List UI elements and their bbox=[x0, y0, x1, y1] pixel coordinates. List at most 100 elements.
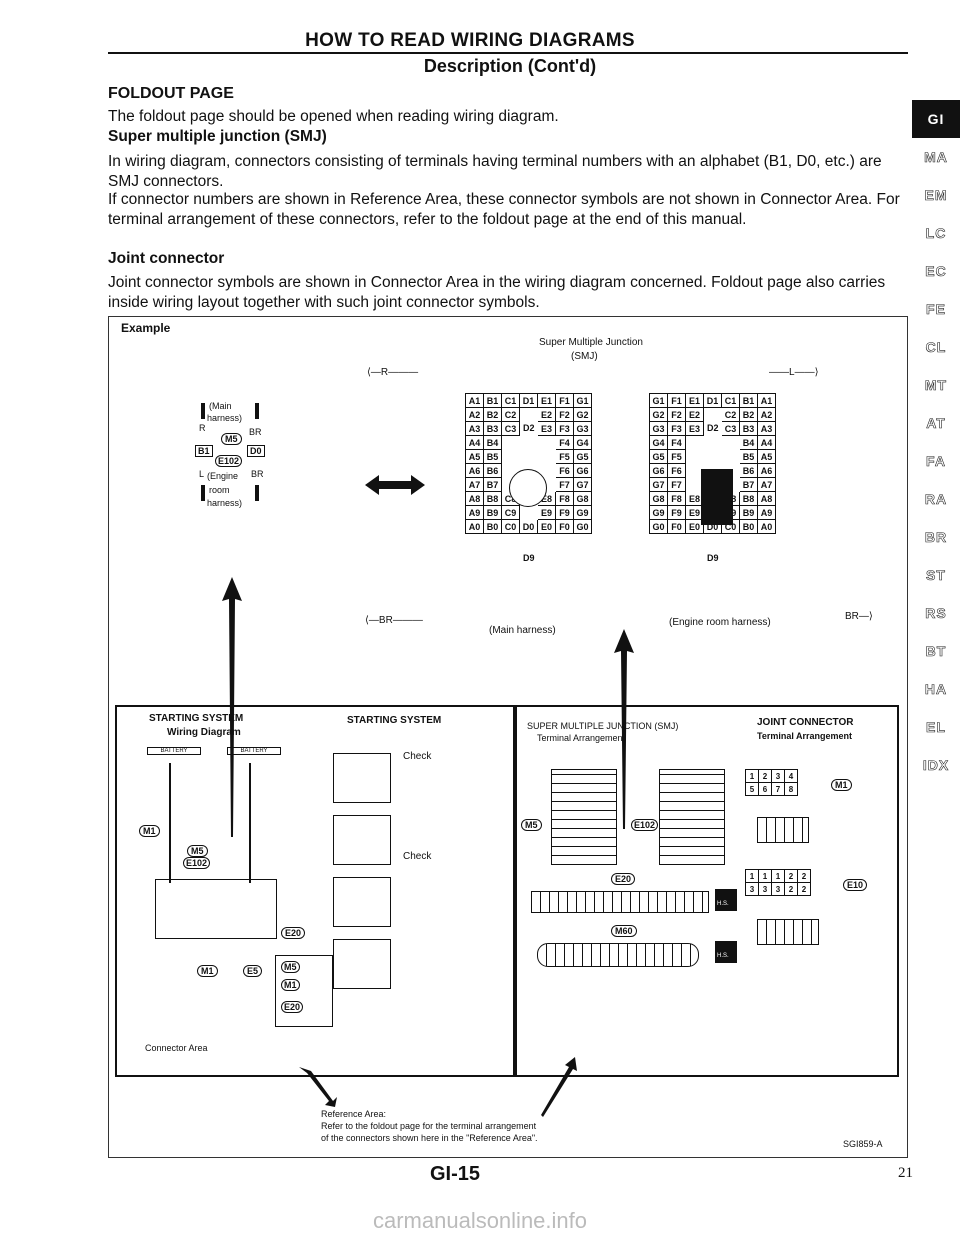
terminal-cell: A1 bbox=[757, 393, 776, 408]
terminal-cell: B2 bbox=[739, 407, 758, 422]
section-tab-st[interactable]: ST bbox=[926, 567, 946, 584]
terminal-cell bbox=[538, 450, 556, 464]
terminal-cell: A0 bbox=[465, 519, 484, 534]
jc-terminal: 3 bbox=[745, 882, 759, 896]
book-e102-badge: E102 bbox=[183, 857, 211, 869]
jc-terminal: 4 bbox=[784, 769, 798, 783]
section-tab-ec[interactable]: EC bbox=[925, 263, 947, 280]
section-tab-ra[interactable]: RA bbox=[924, 491, 948, 508]
terminal-cell: A6 bbox=[757, 463, 776, 478]
terminal-cell: B9 bbox=[739, 505, 758, 520]
terminal-cell bbox=[520, 408, 538, 422]
reference-line-2: of the connectors shown here in the "Ref… bbox=[321, 1133, 538, 1143]
terminal-cell bbox=[704, 408, 722, 422]
book-smj-m60: M60 bbox=[611, 925, 637, 937]
ref-m1-badge: M1 bbox=[281, 979, 300, 991]
terminal-cell: A7 bbox=[465, 477, 484, 492]
book-smj-title: SUPER MULTIPLE JUNCTION (SMJ) bbox=[527, 721, 679, 731]
terminal-cell: A0 bbox=[757, 519, 776, 534]
wire-br2-label: BR bbox=[251, 469, 264, 479]
book-smj-subtitle: Terminal Arrangement bbox=[537, 733, 626, 743]
terminal-cell: E2 bbox=[685, 407, 704, 422]
joint-connector-title: JOINT CONNECTOR bbox=[757, 717, 854, 728]
wire-br2-text: BR bbox=[845, 611, 859, 622]
terminal-cell: B8 bbox=[739, 491, 758, 506]
page-code: GI-15 bbox=[430, 1163, 481, 1185]
page-number: 21 bbox=[898, 1165, 913, 1181]
section-tab-gi[interactable]: GI bbox=[912, 100, 960, 138]
jc-m1-badge: M1 bbox=[831, 779, 852, 791]
terminal-cell: B0 bbox=[739, 519, 758, 534]
section-tab-br[interactable]: BR bbox=[924, 529, 948, 546]
terminal-cell: F8 bbox=[667, 491, 686, 506]
d9-label: D9 bbox=[523, 553, 535, 563]
terminal-cell: A9 bbox=[757, 505, 776, 520]
example-figure: Example Super Multiple Junction (SMJ) (M… bbox=[108, 316, 908, 1158]
battery-box-2: BATTERY bbox=[227, 747, 281, 755]
terminal-cell bbox=[722, 436, 740, 450]
joint-connector-subtitle: Terminal Arrangement bbox=[757, 731, 853, 741]
terminal-cell: D1 bbox=[519, 393, 538, 408]
section-tab-lc[interactable]: LC bbox=[925, 225, 947, 242]
section-tab-fe[interactable]: FE bbox=[926, 301, 946, 318]
d0-box: D0 bbox=[247, 445, 265, 457]
terminal-cell: A5 bbox=[465, 449, 484, 464]
main-harness-label: (Main harness) bbox=[489, 625, 556, 636]
terminal-cell: B5 bbox=[739, 449, 758, 464]
section-tab-bt[interactable]: BT bbox=[925, 643, 947, 660]
book-e5-badge: E5 bbox=[243, 965, 263, 977]
terminal-cell: D1 bbox=[703, 393, 722, 408]
terminal-cell: B3 bbox=[739, 421, 758, 436]
book-m5-badge: M5 bbox=[187, 845, 208, 857]
section-tab-el[interactable]: EL bbox=[926, 719, 946, 736]
terminal-cell bbox=[502, 436, 520, 450]
terminal-cell: G7 bbox=[649, 477, 668, 492]
terminal-cell: C3 bbox=[501, 421, 520, 436]
check-label-1: Check bbox=[403, 751, 432, 762]
terminal-cell: E0 bbox=[537, 519, 556, 534]
jc-terminal: 1 bbox=[771, 869, 785, 883]
terminal-cell: B7 bbox=[483, 477, 502, 492]
terminal-cell: A8 bbox=[465, 491, 484, 506]
section-tab-idx[interactable]: IDX bbox=[922, 757, 950, 774]
d2-label-right: D2 bbox=[707, 423, 719, 433]
terminal-cell: A6 bbox=[465, 463, 484, 478]
section-heading: FOLDOUT PAGE bbox=[108, 85, 234, 102]
title-rule bbox=[108, 52, 908, 54]
terminal-cell: A5 bbox=[757, 449, 776, 464]
book-mid-title: STARTING SYSTEM bbox=[347, 715, 442, 726]
section-tab-ha[interactable]: HA bbox=[924, 681, 948, 698]
harness-label: harness) bbox=[207, 413, 243, 423]
terminal-cell: B5 bbox=[483, 449, 502, 464]
terminal-cell: G1 bbox=[573, 393, 592, 408]
terminal-cell: F3 bbox=[667, 421, 686, 436]
terminal-cell: B4 bbox=[483, 435, 502, 450]
section-tab-cl[interactable]: CL bbox=[925, 339, 947, 356]
section-tab-rs[interactable]: RS bbox=[925, 605, 947, 622]
terminal-cell bbox=[704, 436, 722, 450]
terminal-cell: B7 bbox=[739, 477, 758, 492]
jc-terminal: 3 bbox=[771, 769, 785, 783]
terminal-cell: G8 bbox=[573, 491, 592, 506]
terminal-cell: G9 bbox=[573, 505, 592, 520]
section-tab-em[interactable]: EM bbox=[924, 187, 948, 204]
section-tab-fa[interactable]: FA bbox=[926, 453, 946, 470]
engine-label: (Engine bbox=[207, 471, 239, 481]
terminal-cell: F4 bbox=[667, 435, 686, 450]
jc-terminal: 2 bbox=[797, 882, 811, 896]
section-tab-ma[interactable]: MA bbox=[924, 149, 948, 166]
smj-figure-title: Super Multiple Junction bbox=[539, 337, 643, 348]
terminal-cell: G0 bbox=[649, 519, 668, 534]
terminal-cell: B1 bbox=[483, 393, 502, 408]
terminal-cell: D0 bbox=[519, 519, 538, 534]
terminal-cell: G3 bbox=[649, 421, 668, 436]
section-tab-at[interactable]: AT bbox=[926, 415, 946, 432]
wiring-book-illustration: STARTING SYSTEM Wiring Diagram BATTERY B… bbox=[115, 705, 899, 1077]
terminal-cell bbox=[520, 506, 538, 520]
joint-paragraph: Joint connector symbols are shown in Con… bbox=[108, 274, 886, 311]
jc-terminal: 2 bbox=[758, 769, 772, 783]
section-tab-mt[interactable]: MT bbox=[924, 377, 948, 394]
terminal-cell: G1 bbox=[649, 393, 668, 408]
terminal-cell: F2 bbox=[555, 407, 574, 422]
